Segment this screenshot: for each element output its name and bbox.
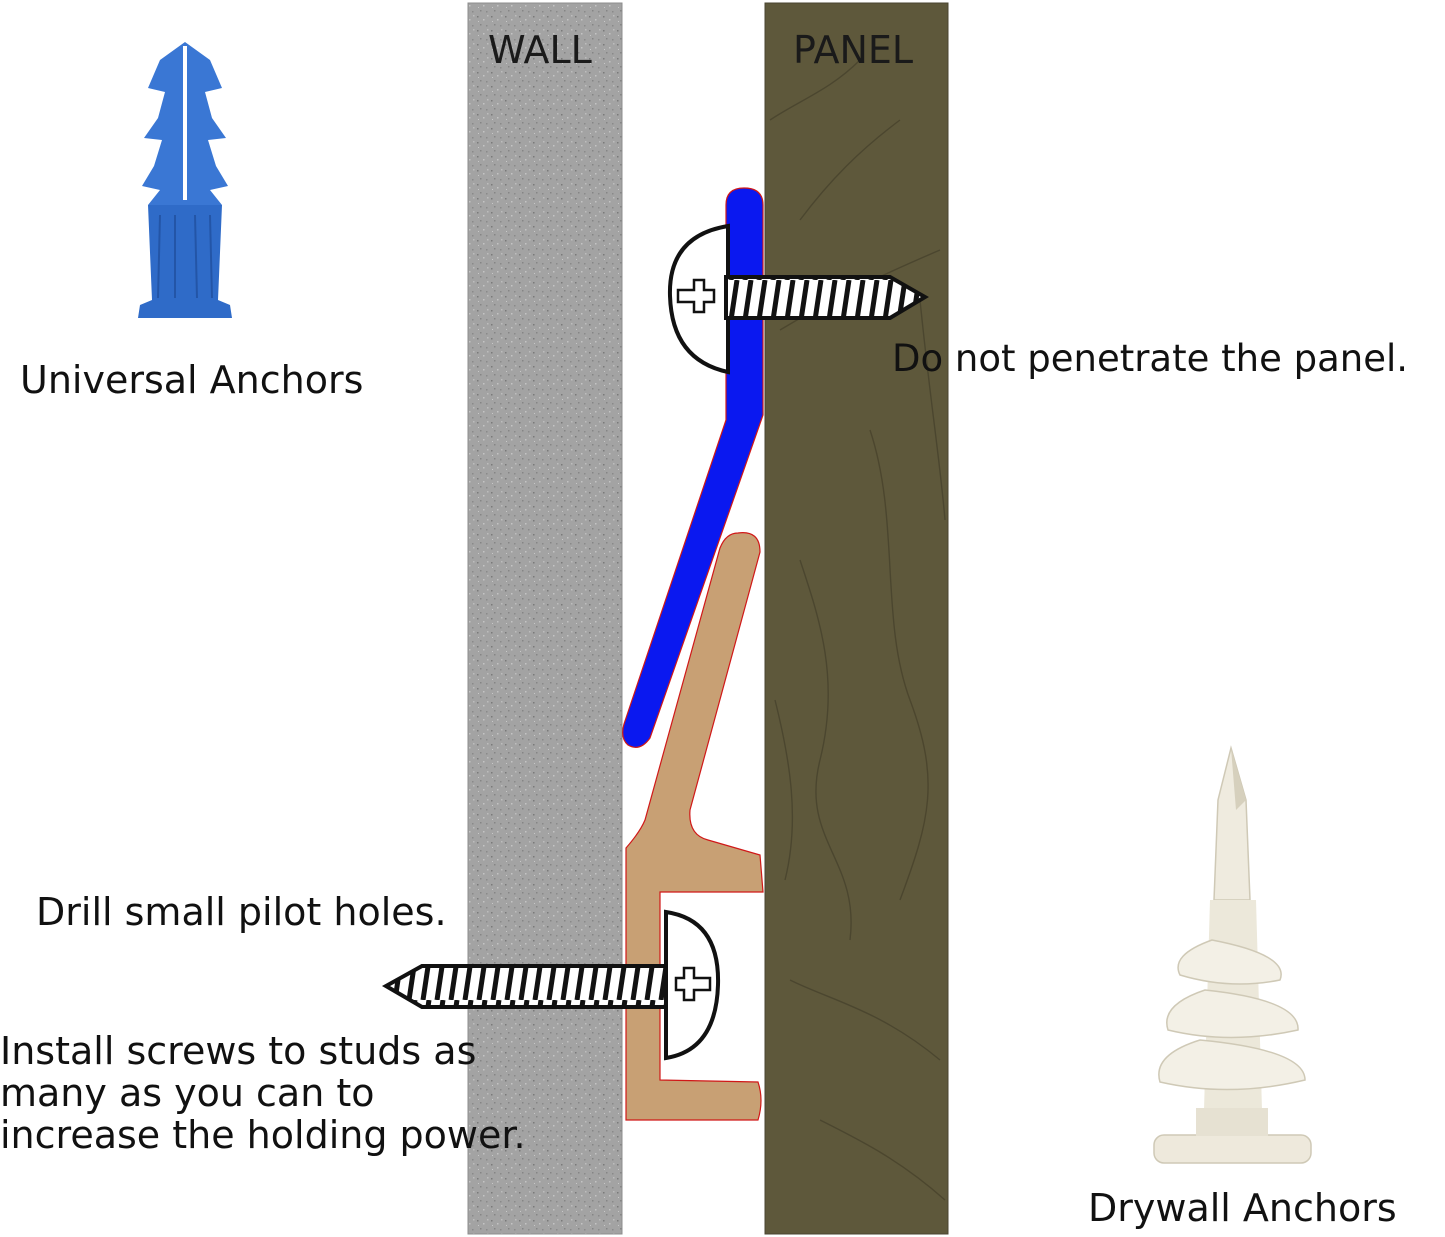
panel-label: PANEL (793, 28, 914, 72)
no-penetrate-note: Do not penetrate the panel. (892, 337, 1409, 380)
install-screws-note: Install screws to studs as many as you c… (0, 1030, 526, 1156)
top-screw-icon (667, 223, 929, 375)
install-note-line: increase the holding power. (0, 1113, 526, 1157)
drywall-anchors-caption: Drywall Anchors (1088, 1186, 1397, 1230)
drill-pilot-note: Drill small pilot holes. (36, 890, 447, 934)
install-note-line: Install screws to studs as (0, 1029, 477, 1073)
drywall-anchor-icon (1153, 745, 1312, 1164)
universal-anchor-icon (138, 42, 232, 318)
wall-cleat (625, 532, 764, 1121)
wall (467, 2, 623, 1235)
universal-anchors-caption: Universal Anchors (20, 358, 364, 402)
bottom-screw-icon (381, 909, 721, 1061)
wall-label: WALL (488, 28, 592, 72)
panel (764, 2, 949, 1235)
install-note-line: many as you can to (0, 1071, 375, 1115)
